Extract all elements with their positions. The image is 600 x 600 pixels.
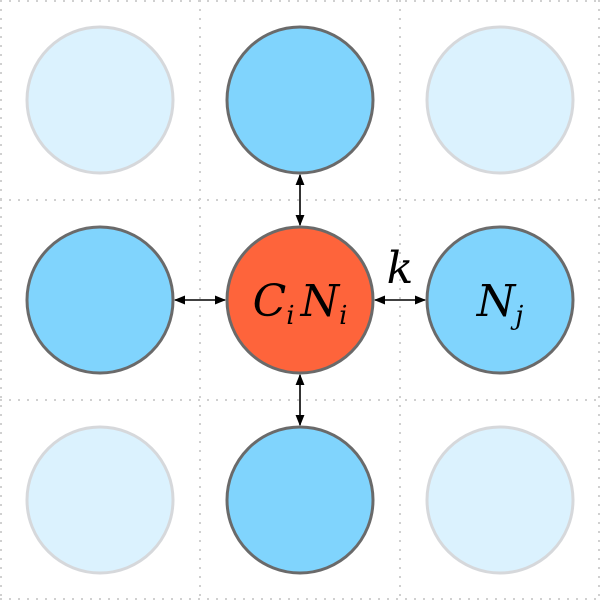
node-top-left xyxy=(25,25,175,175)
node-top-right xyxy=(425,25,575,175)
lattice-nodes xyxy=(25,25,575,575)
center-label-n: N xyxy=(300,276,341,327)
node-bottom-left xyxy=(25,425,175,575)
right-label-n: N xyxy=(476,276,517,327)
center-label-c-sub: i xyxy=(286,301,294,331)
node-bottom xyxy=(225,425,375,575)
coupling-arrows xyxy=(173,173,427,427)
center-label-c: C xyxy=(253,276,287,327)
node-left xyxy=(25,225,175,375)
center-label-n-sub: i xyxy=(339,301,347,331)
node-right xyxy=(425,225,575,375)
edge-label-k: k xyxy=(387,243,414,294)
right-node-label: Nj xyxy=(476,276,524,331)
node-center xyxy=(225,225,375,375)
node-bottom-right xyxy=(425,425,575,575)
node-top xyxy=(225,25,375,175)
